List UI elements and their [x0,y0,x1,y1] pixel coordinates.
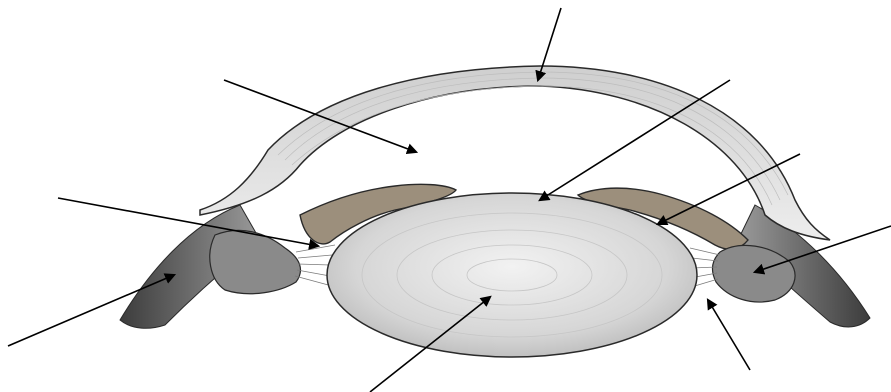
lens [327,193,697,357]
arrow-right-zonules [708,300,750,370]
